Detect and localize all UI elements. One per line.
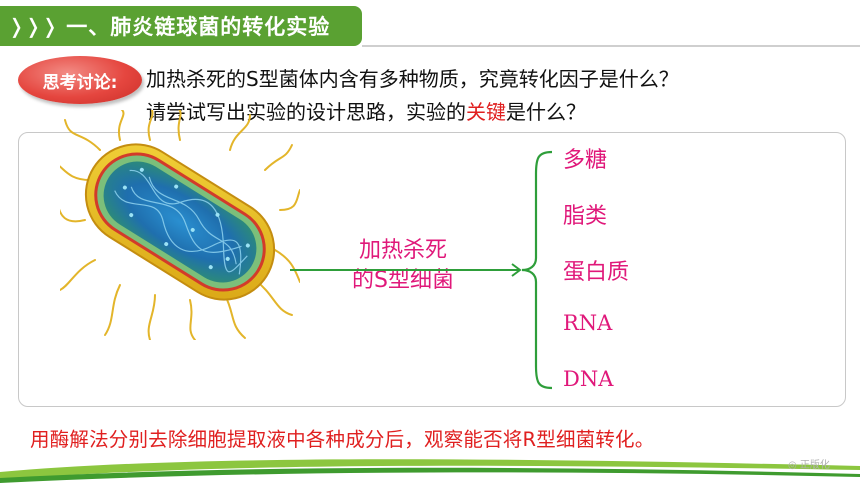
heat-killed-s-bacteria-label: 加热杀死 的S型细菌 — [318, 236, 488, 296]
source-label-line-2: 的S型细菌 — [352, 268, 454, 293]
component-dna: DNA — [563, 367, 614, 391]
chevron-right-icon: ❭❭❭ — [8, 14, 59, 38]
component-rna: RNA — [563, 311, 613, 335]
source-label-line-1: 加热杀死 — [358, 238, 447, 263]
question-line-2-start: 请尝试写出实验的设计思路，实验的 — [146, 100, 466, 124]
question-line-2-end: 是什么？ — [506, 100, 586, 124]
question-line-2: 请尝试写出实验的设计思路，实验的关键是什么？ — [146, 96, 586, 125]
question-keyword: 关键 — [466, 100, 506, 124]
component-polysaccharide: 多糖 — [563, 148, 608, 173]
bacterium-illustration — [60, 110, 300, 340]
conclusion-text: 用酶解法分别去除细胞提取液中各种成分后，观察能否将R型细菌转化。 — [30, 428, 655, 451]
decorative-swoosh — [0, 459, 860, 483]
title-divider — [362, 45, 860, 47]
transfer-arrow-and-brace — [290, 150, 553, 390]
question-line-1: 加热杀死的S型菌体内含有多种物质，究竟转化因子是什么？ — [146, 67, 679, 91]
component-lipid: 脂类 — [563, 204, 608, 229]
section-title-bar: ❭❭❭ 一、肺炎链球菌的转化实验 — [0, 6, 362, 46]
watermark: ◎ 正版化 — [788, 460, 830, 471]
component-protein: 蛋白质 — [563, 260, 630, 285]
discussion-badge: 思考讨论: — [18, 56, 142, 104]
section-title: 一、肺炎链球菌的转化实验 — [66, 15, 331, 39]
